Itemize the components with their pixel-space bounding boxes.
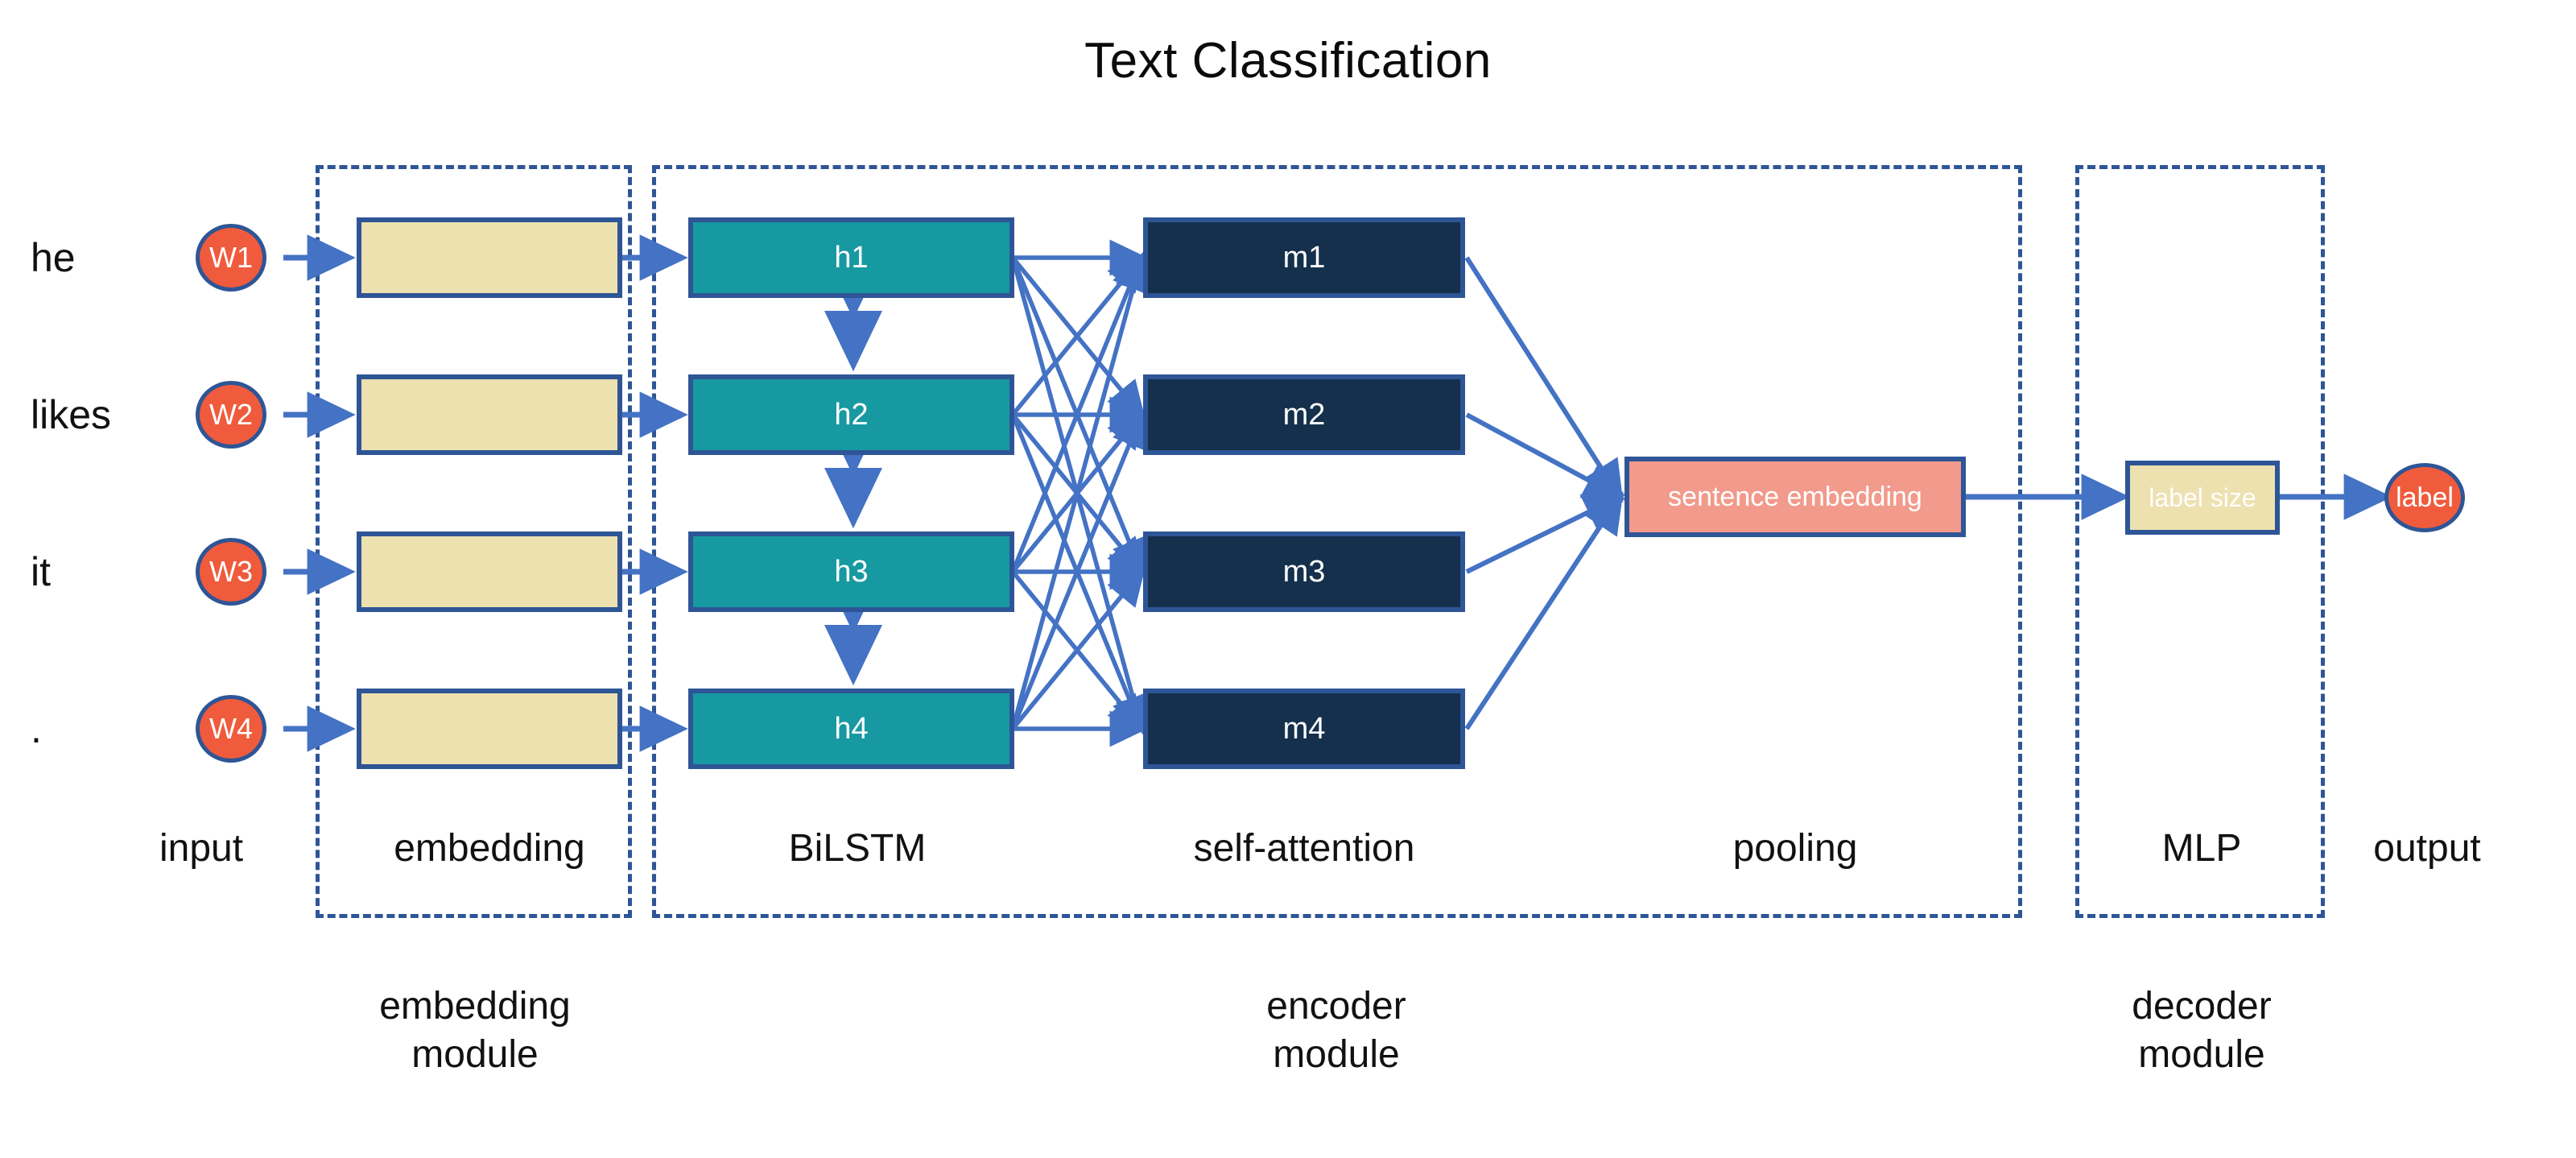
- page-title: Text Classification: [1084, 33, 1492, 89]
- bilstm-cell-h1[interactable]: h1: [688, 217, 1014, 298]
- module-label-encoder: encoder module: [1266, 985, 1406, 1076]
- input-token-w3[interactable]: W3: [196, 538, 266, 606]
- encoder-module-boundary: [652, 165, 2022, 918]
- attention-cell-m2[interactable]: m2: [1143, 374, 1465, 455]
- stage-label-input: input: [159, 827, 244, 870]
- input-word-4: .: [31, 706, 42, 751]
- embedding-cell-3[interactable]: [357, 531, 622, 612]
- output-label-ellipse[interactable]: label: [2384, 463, 2465, 532]
- bilstm-cell-h4[interactable]: h4: [688, 689, 1014, 769]
- input-token-w1[interactable]: W1: [196, 224, 266, 292]
- attention-cell-m3[interactable]: m3: [1143, 531, 1465, 612]
- attention-cell-m1[interactable]: m1: [1143, 217, 1465, 298]
- stage-label-embedding: embedding: [394, 827, 585, 870]
- embedding-cell-1[interactable]: [357, 217, 622, 298]
- stage-label-bilstm: BiLSTM: [788, 827, 927, 870]
- label-size-box[interactable]: label size: [2125, 461, 2280, 535]
- bilstm-cell-h2[interactable]: h2: [688, 374, 1014, 455]
- sentence-embedding-box[interactable]: sentence embedding: [1624, 457, 1966, 537]
- bilstm-cell-h3[interactable]: h3: [688, 531, 1014, 612]
- input-word-3: it: [31, 549, 51, 594]
- module-label-embedding: embedding module: [379, 985, 571, 1076]
- input-word-1: he: [31, 235, 76, 280]
- input-token-w4[interactable]: W4: [196, 695, 266, 763]
- input-token-w2[interactable]: W2: [196, 381, 266, 449]
- attention-cell-m4[interactable]: m4: [1143, 689, 1465, 769]
- decoder-module-boundary: [2075, 165, 2325, 918]
- module-label-decoder: decoder module: [2132, 985, 2272, 1076]
- stage-label-self-attention: self-attention: [1193, 827, 1415, 870]
- stage-label-mlp: MLP: [2161, 827, 2242, 870]
- embedding-module-boundary: [316, 165, 632, 918]
- stage-label-output: output: [2373, 827, 2481, 870]
- input-word-2: likes: [31, 392, 112, 437]
- stage-label-pooling: pooling: [1732, 827, 1858, 870]
- embedding-cell-2[interactable]: [357, 374, 622, 455]
- embedding-cell-4[interactable]: [357, 689, 622, 769]
